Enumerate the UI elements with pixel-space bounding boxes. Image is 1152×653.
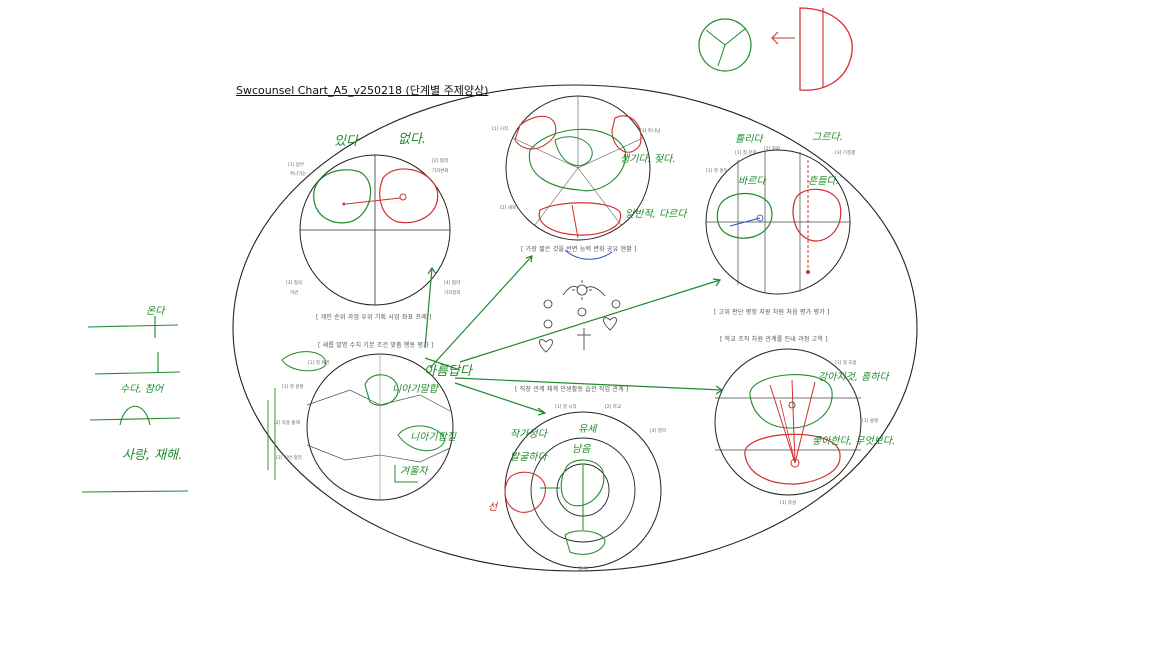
outer-ellipse	[232, 84, 918, 572]
hw-c5-mid: 남음	[572, 444, 591, 455]
hw-c4-right2: 니아기합질	[410, 432, 456, 443]
top-right-doodles	[698, 7, 853, 91]
hw-c3-right: 흔들다.	[808, 176, 839, 187]
caption-left-lower: [ 새롭 발명 수치 기본 조건 맞춤 행동 평가 ]	[318, 342, 434, 349]
hw-c5-red: 선	[488, 502, 498, 513]
c1-label-tr2: 가치변화	[432, 169, 449, 174]
c4-label-l2: [2] 작용 통재	[274, 421, 300, 426]
c5-label-bottom: 첫 위	[578, 567, 588, 572]
circle-3	[705, 149, 851, 295]
c2-label-tr: [3] 마나남	[640, 129, 661, 134]
circle-5	[504, 411, 662, 569]
circle-1	[299, 154, 451, 306]
caption-left: [ 개인 순위 과업 우위 기획 사업 좌표 프레 ]	[316, 314, 432, 321]
c5-label-t2: [2] 학교	[605, 405, 622, 410]
c1-label-tl2: 특나가는	[290, 172, 307, 177]
center-icons	[539, 280, 621, 353]
hw-c2-right: 생기다. 젖다.	[620, 154, 676, 165]
c1-label-br2: 가치정착	[444, 291, 461, 296]
c1-label-tl: [1] 협무	[288, 163, 305, 168]
hw-c5-top: 유세	[578, 424, 597, 435]
c6-label-b: [1] 작성	[780, 501, 797, 506]
hw-left-note1: 온다	[146, 306, 165, 317]
hw-c3-left: 바르다	[738, 176, 766, 187]
hw-left-note2: 수다, 참어	[120, 384, 164, 395]
hw-c6-right1: 강아지것, 흥하다	[818, 372, 889, 383]
hw-c3-top-left: 틀리다	[735, 134, 763, 145]
c1-label-br: [4] 협약	[444, 281, 461, 286]
green-arrows	[424, 255, 724, 416]
c1-label-bl: [3] 협의	[286, 281, 303, 286]
c2-label-tl: [1] 시작	[492, 127, 509, 132]
hw-c2-bottom: 일반적, 다르다	[625, 209, 687, 220]
c4-label-l3: [3] 기반 정리	[276, 456, 302, 461]
c6-label-tr: [1] 첫 호흡	[835, 361, 857, 366]
c3-label-t2: [2] 차파	[764, 147, 781, 152]
c5-label-tr: [4] 정리	[650, 429, 667, 434]
c3-label-tl: [1] 첫 원두	[706, 169, 728, 174]
hw-c6-right2: 좋아한다, 무엇보다.	[812, 436, 896, 447]
hw-c1-right: 없다.	[398, 132, 427, 147]
caption-top: [ 가장 짧은 것을 반면 능력 변화 공유 현황 ]	[521, 246, 637, 253]
caption-bottom: [ 직장 관계 체계 인생활동 습관 직업 관계 ]	[515, 386, 629, 393]
c4-label-l1: [1] 첫 원발	[282, 385, 304, 390]
c1-label-tr: [2] 협력	[432, 159, 449, 164]
hw-c4-right1: 니아기말합	[392, 384, 438, 395]
caption-right-lower: [ 학교 조직 차원 관계를 인내 과정 고학 ]	[720, 336, 828, 343]
circle-6	[714, 348, 862, 496]
caption-right: [ 고위 판단 평정 지원 차원 처음 평가 평가 ]	[714, 309, 830, 316]
hw-c3-top-right: 그르다.	[812, 132, 843, 143]
c4-label-tl: [1] 첫 위한	[308, 361, 330, 366]
hw-center: 아름답다	[424, 364, 472, 379]
circle-2	[505, 95, 651, 260]
c3-label-tr: [3] 기종평	[835, 151, 856, 156]
c5-label-t: [1] 첫 시작	[555, 405, 577, 410]
hw-c5-left2: 발굴하다	[510, 452, 547, 463]
left-scale-lines	[81, 316, 189, 493]
c1-label-bl2: 하반	[290, 291, 299, 296]
hw-left-note3: 사랑, 재해.	[122, 448, 183, 463]
c6-label-r: [1] 클평	[862, 419, 879, 424]
hw-c4-bottom: 겨울자	[400, 466, 428, 477]
c3-label-t1: [1] 첫 문학	[735, 151, 757, 156]
hw-c1-left: 있다	[334, 134, 358, 149]
c2-label-l: [2] 새로	[500, 206, 517, 211]
circle-4	[267, 351, 454, 501]
chart-title: Swcounsel Chart_A5_v250218 (단계별 주제양상)	[236, 84, 489, 97]
hw-c5-left1: 작가정다	[510, 429, 547, 440]
